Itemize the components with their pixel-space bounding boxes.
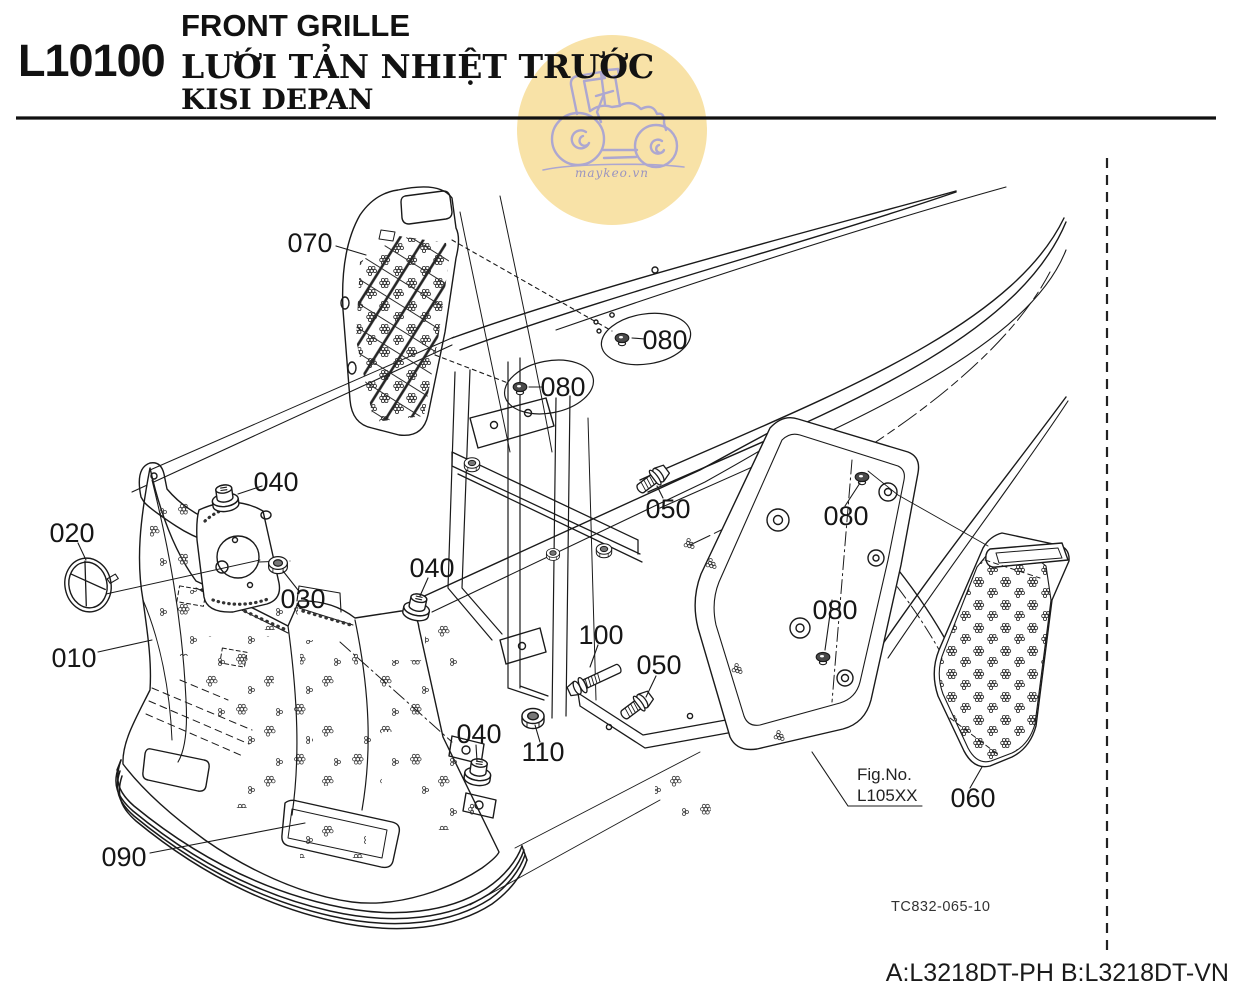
fig-ref-value: L105XX	[857, 786, 918, 805]
part-bumper-trim-090	[115, 759, 528, 930]
callout-080-c: 080	[823, 501, 868, 531]
model-applicability: A:L3218DT-PH B:L3218DT-VN	[886, 959, 1229, 987]
callout-080-b: 080	[540, 372, 585, 402]
nut-110	[521, 707, 545, 730]
callout-060: 060	[950, 783, 995, 813]
callout-040-b: 040	[409, 553, 454, 583]
callout-ovals	[503, 312, 692, 415]
reference-texts: Fig.No. L105XX TC832-065-10 A:L3218DT-PH…	[857, 765, 1229, 987]
leader-lines	[77, 239, 989, 854]
callout-040-c: 040	[456, 719, 501, 749]
callout-labels: 070 080 080 040 020 030 010 040 050 080 …	[49, 228, 995, 872]
callout-040-a: 040	[253, 467, 298, 497]
part-main-grille-010	[122, 467, 711, 904]
bolt-050-b	[616, 687, 657, 725]
part-side-grille-060	[933, 532, 1070, 768]
nut-030	[268, 556, 288, 575]
callout-080-a: 080	[642, 325, 687, 355]
page-title-id: KISI DEPAN	[181, 83, 373, 116]
drawing-number: TC832-065-10	[891, 899, 991, 915]
part-upper-grille-070	[340, 186, 460, 437]
page-title-en: FRONT GRILLE	[181, 8, 410, 43]
grommet-080-b	[512, 381, 528, 396]
bolt-040-c	[462, 756, 494, 788]
callout-090: 090	[101, 842, 146, 872]
callout-030: 030	[280, 584, 325, 614]
part-emblem-plate	[196, 501, 291, 613]
figure-code: L10100	[18, 35, 165, 86]
callout-020: 020	[49, 518, 94, 548]
callout-050-a: 050	[645, 494, 690, 524]
callout-070: 070	[287, 228, 332, 258]
page-header: L10100 FRONT GRILLE LƯỚI TẢN NHIỆT TRƯỚC…	[16, 8, 1216, 120]
callout-010: 010	[51, 643, 96, 673]
fig-ref-label: Fig.No.	[857, 765, 912, 784]
part-side-panel	[683, 416, 920, 751]
callout-050-b: 050	[636, 650, 681, 680]
callout-110: 110	[521, 737, 564, 767]
callout-080-d: 080	[812, 595, 857, 625]
part-emblem-020	[64, 557, 119, 613]
grommet-080-a	[614, 332, 630, 347]
page-title-vi: LƯỚI TẢN NHIỆT TRƯỚC	[181, 42, 654, 86]
watermark-text: maykeo.vn	[575, 166, 649, 180]
watermark-logo: maykeo.vn	[517, 35, 707, 225]
bolt-040-a	[209, 482, 241, 514]
callout-100: 100	[578, 620, 623, 650]
